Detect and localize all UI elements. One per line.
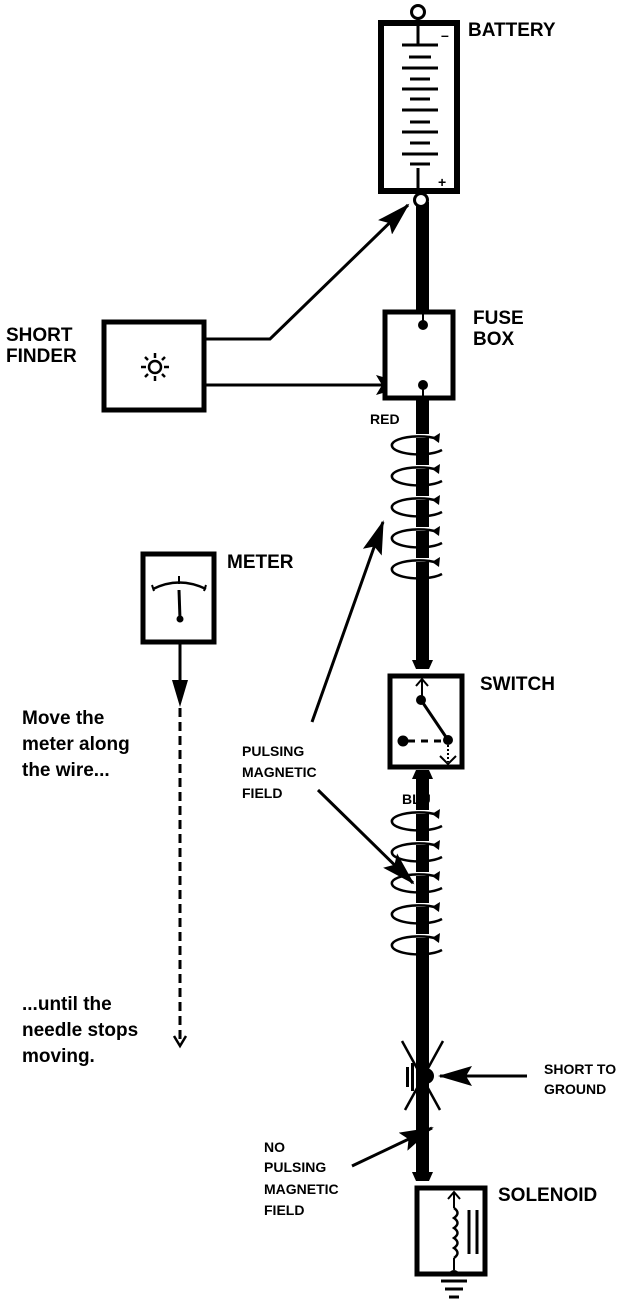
meter-label: METER (227, 552, 294, 573)
short-finder-label-line2: FINDER (6, 346, 77, 367)
fuse-box (382, 309, 456, 401)
magnetic-field-ring (390, 526, 443, 549)
instruction-end-line2: needle stops (22, 1020, 138, 1041)
no-pulsing-field-arrow (351, 1126, 434, 1168)
short-to-ground-line1: SHORT TO (544, 1061, 616, 1077)
battery-cells (402, 43, 438, 166)
solenoid (412, 1172, 488, 1299)
magnetic-field-ring (390, 464, 443, 487)
magnetic-field-rings-blu (390, 809, 443, 956)
magnetic-field-ring (390, 809, 443, 832)
instruction-start-line3: the wire... (22, 760, 110, 781)
no-pulsing-field-line2: PULSING (264, 1159, 326, 1175)
wire-color-red-label: RED (370, 411, 400, 427)
instruction-end-line1: ...until the (22, 994, 112, 1015)
magnetic-field-ring (390, 871, 443, 894)
fuse-terminal-bottom (418, 380, 428, 390)
meter (140, 551, 217, 645)
gauge-needle-icon (151, 576, 207, 623)
short-finder-label-line1: SHORT (6, 325, 73, 346)
battery-label: BATTERY (468, 20, 556, 41)
solenoid-label: SOLENOID (498, 1185, 597, 1206)
ground-contact-icon (406, 1063, 434, 1091)
no-pulsing-field-line1: NO (264, 1139, 285, 1155)
fuse-terminal-top (418, 320, 428, 330)
magnetic-field-ring (390, 557, 443, 580)
magnetic-field-rings-red (390, 433, 443, 580)
pulsing-field-line1: PULSING (242, 743, 304, 759)
short-finder-leads (205, 203, 410, 395)
fuse-box-label-line2: BOX (473, 329, 515, 350)
instruction-end-line3: moving. (22, 1046, 95, 1067)
short-to-ground-line2: GROUND (544, 1081, 606, 1097)
short-to-ground (400, 1040, 527, 1111)
pulsing-field-line3: FIELD (242, 785, 282, 801)
pulsing-field-arrows (310, 520, 415, 885)
battery-positive-terminal (413, 192, 429, 208)
solenoid-coil-icon (451, 1206, 459, 1260)
magnetic-field-ring (390, 933, 443, 956)
battery-positive-symbol: + (438, 174, 446, 190)
switch (387, 660, 465, 779)
battery-negative-terminal (410, 4, 426, 20)
no-pulsing-field-line4: FIELD (264, 1202, 304, 1218)
magnetic-field-ring (390, 433, 443, 456)
lead-to-battery (205, 203, 410, 341)
short-finder (101, 319, 207, 413)
ground-symbol-icon (441, 1279, 467, 1299)
switch-label: SWITCH (480, 674, 555, 695)
fuse-box-label-line1: FUSE (473, 308, 524, 329)
magnetic-field-ring (390, 840, 443, 863)
instruction-start-line2: meter along (22, 734, 130, 755)
no-pulsing-field-line3: MAGNETIC (264, 1181, 339, 1197)
light-bulb-icon (141, 353, 169, 381)
meter-travel-arrow (172, 644, 188, 1049)
magnetic-field-ring (390, 495, 443, 518)
wire-color-blu-label: BLU (402, 791, 431, 807)
battery-negative-symbol: – (441, 27, 449, 43)
pulsing-field-line2: MAGNETIC (242, 764, 317, 780)
instruction-start-line1: Move the (22, 708, 104, 729)
magnetic-field-ring (390, 902, 443, 925)
battery: – + (378, 4, 460, 208)
